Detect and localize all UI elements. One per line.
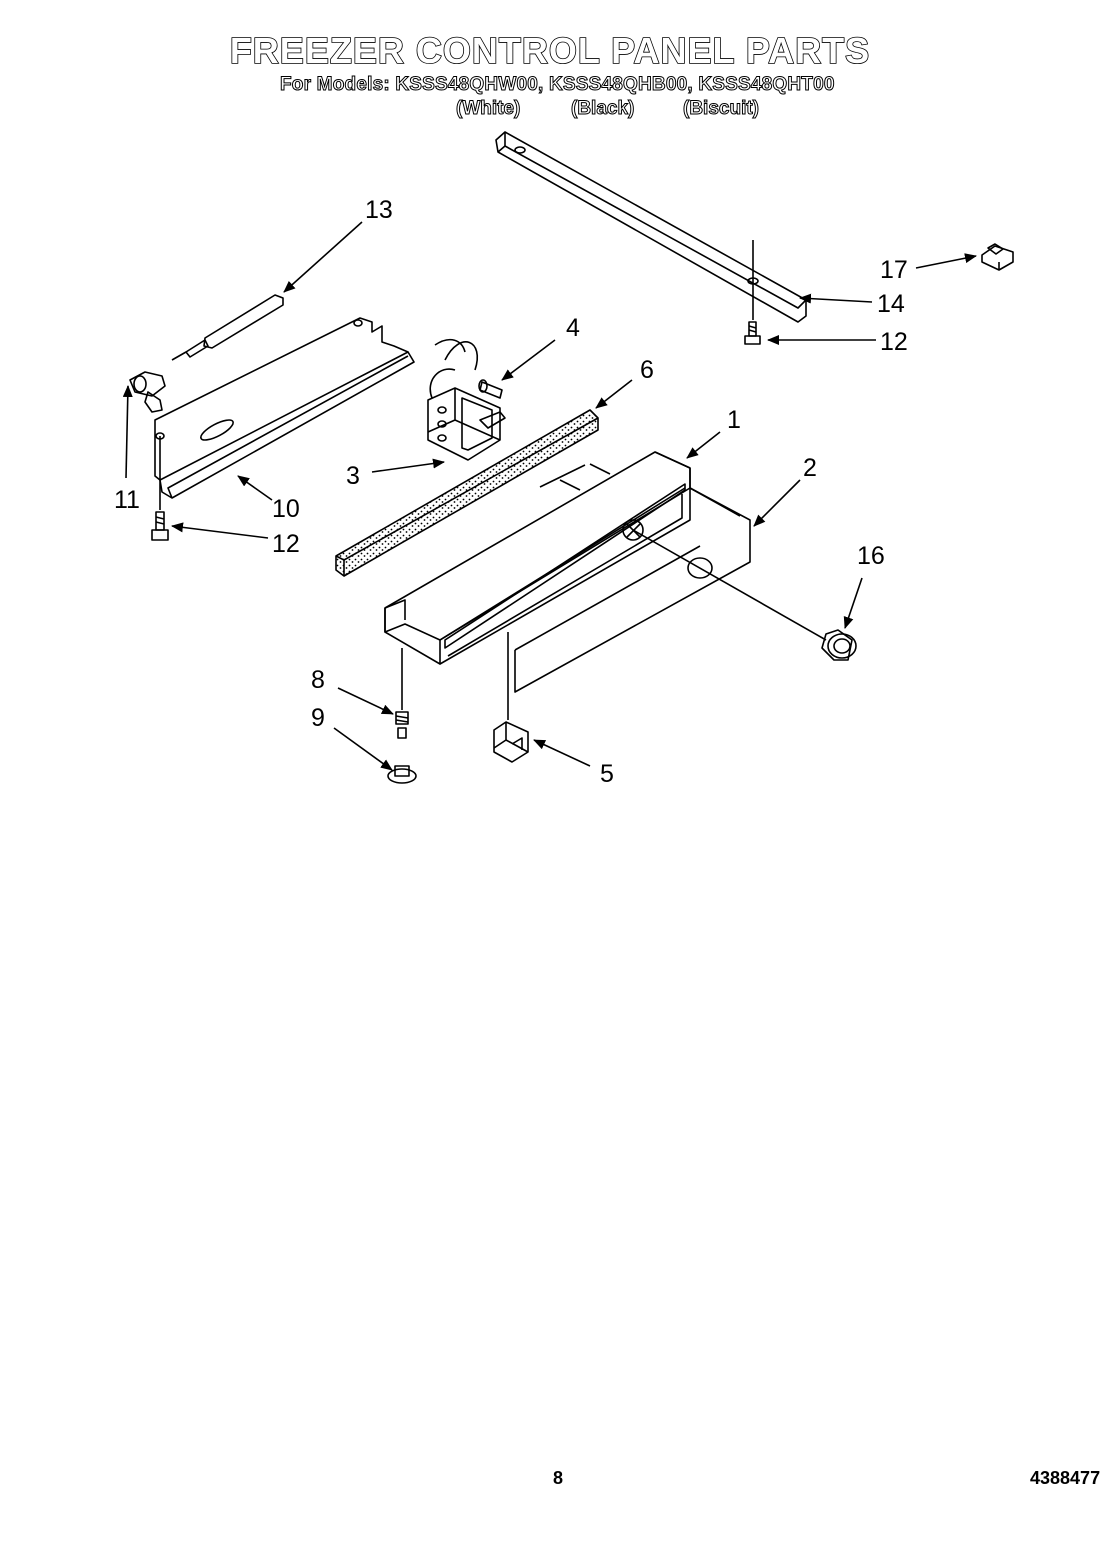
- leader-5: [533, 739, 591, 767]
- leader-1: [686, 431, 721, 459]
- part-9-nut: [387, 765, 417, 784]
- callout-12-left: 12: [272, 530, 300, 558]
- leader-10: [237, 475, 273, 501]
- leader-16: [843, 577, 863, 629]
- page-title: FREEZER CONTROL PANEL PARTS: [229, 29, 871, 72]
- callout-6: 6: [640, 356, 654, 384]
- callout-3: 3: [346, 462, 360, 490]
- part-8-screw: [395, 711, 409, 739]
- document-number: 4388477: [1030, 1468, 1101, 1488]
- leader-8: [337, 687, 394, 715]
- page-number: 8: [553, 1468, 564, 1488]
- leader-9: [333, 727, 393, 771]
- leader-13: [283, 221, 363, 293]
- part-5-clip: [493, 721, 529, 763]
- leader-4: [501, 339, 556, 381]
- part-2-front-panel: [401, 487, 827, 720]
- part-13-sensor: [171, 294, 284, 361]
- part-11-clip: [129, 371, 166, 413]
- callout-1: 1: [727, 406, 741, 434]
- part-16-knob: [821, 629, 857, 661]
- callout-11: 11: [114, 486, 140, 514]
- callout-13: 13: [365, 196, 393, 224]
- leader-14: [799, 293, 873, 304]
- models-line: For Models: KSSS48QHW00, KSSS48QHB00, KS…: [280, 74, 835, 96]
- leader-2: [753, 479, 801, 527]
- part-14-bracket: [495, 131, 807, 323]
- callout-12-right: 12: [880, 328, 908, 356]
- callout-10: 10: [272, 495, 300, 523]
- part-17-clip: [981, 243, 1014, 271]
- callout-4: 4: [566, 314, 580, 342]
- leader-17: [915, 253, 977, 269]
- part-12-screw-right: [744, 321, 761, 345]
- leader-3: [371, 458, 445, 473]
- leader-12-left: [171, 522, 269, 539]
- part-12-screw-left: [151, 511, 169, 541]
- callout-8: 8: [311, 666, 325, 694]
- part-6-foam-strip: [335, 409, 599, 577]
- part-4-screw: [478, 379, 503, 399]
- color-label-biscuit: (Biscuit): [683, 98, 760, 120]
- callout-9: 9: [311, 704, 325, 732]
- color-label-black: (Black): [570, 98, 635, 120]
- leader-11: [122, 385, 133, 479]
- part-3-thermostat: [427, 338, 506, 461]
- part-10-panel-bracket: [154, 317, 415, 510]
- leader-6: [595, 379, 633, 409]
- leader-lines: [122, 221, 977, 771]
- callout-5: 5: [600, 760, 614, 788]
- callout-16: 16: [857, 542, 885, 570]
- color-label-white: (White): [455, 98, 521, 120]
- callout-2: 2: [803, 454, 817, 482]
- part-1-control-housing: [384, 451, 691, 665]
- callout-17: 17: [880, 256, 908, 284]
- callout-14: 14: [877, 290, 905, 318]
